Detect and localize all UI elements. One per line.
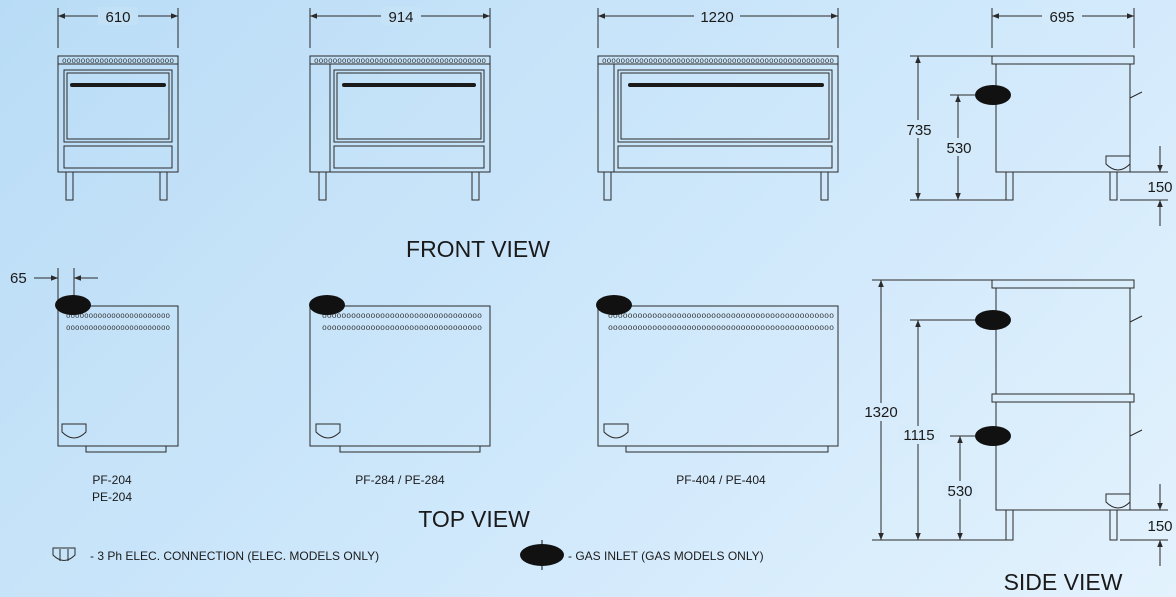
model-label-small-1: PF-204 bbox=[92, 473, 132, 487]
side-view-double: 1320 1115 530 150 SIDE VIEW bbox=[860, 279, 1173, 595]
model-label-medium: PF-284 / PE-284 bbox=[355, 473, 445, 487]
dim-735-label: 735 bbox=[906, 122, 931, 139]
top-unit-large: oooooooooooooooooooooooooooooooooooooooo… bbox=[596, 295, 839, 487]
svg-text:ooooooooooooooooooooooo: ooooooooooooooooooooooo bbox=[66, 312, 170, 321]
dim-1115-label: 1115 bbox=[903, 427, 934, 444]
dim-1320-label: 1320 bbox=[864, 404, 897, 421]
side-view-title: SIDE VIEW bbox=[1004, 569, 1123, 595]
front-unit-610: 610 oooooooooooooooooooooooo bbox=[57, 7, 179, 201]
dim-914-label: 914 bbox=[388, 9, 413, 26]
svg-text:oooooooooooooooooooooooooooooo: ooooooooooooooooooooooooooooooooo bbox=[322, 312, 482, 321]
dim-530-top-label: 530 bbox=[946, 140, 971, 157]
svg-text:oooooooooooooooooooooooo: oooooooooooooooooooooooo bbox=[62, 57, 174, 66]
svg-text:ooooooooooooooooooooooo: ooooooooooooooooooooooo bbox=[66, 324, 170, 333]
model-label-small-2: PE-204 bbox=[92, 490, 132, 504]
gas-inlet-side-lower bbox=[975, 426, 1011, 446]
dim-150-top-label: 150 bbox=[1147, 179, 1172, 196]
svg-text:oooooooooooooooooooooooooooooo: oooooooooooooooooooooooooooooooooooooooo… bbox=[608, 324, 834, 333]
front-unit-914: 914 oooooooooooooooooooooooooooooooooooo… bbox=[309, 7, 491, 201]
svg-text:oooooooooooooooooooooooooooooo: ooooooooooooooooooooooooooooooooooooo bbox=[314, 57, 486, 66]
gas-inlet-side-upper bbox=[975, 310, 1011, 330]
svg-text:oooooooooooooooooooooooooooooo: oooooooooooooooooooooooooooooooooooooooo… bbox=[608, 312, 834, 321]
front-view-title: FRONT VIEW bbox=[406, 236, 550, 262]
legend-gas-text: - GAS INLET (GAS MODELS ONLY) bbox=[568, 549, 764, 563]
top-view: 65 ooooooooooooooooooooooo ooooooooooooo… bbox=[10, 268, 839, 532]
dim-1220-label: 1220 bbox=[700, 9, 733, 26]
top-unit-small: ooooooooooooooooooooooo oooooooooooooooo… bbox=[55, 295, 179, 504]
svg-text:oooooooooooooooooooooooooooooo: ooooooooooooooooooooooooooooooooo bbox=[322, 324, 482, 333]
legend: - 3 Ph ELEC. CONNECTION (ELEC. MODELS ON… bbox=[52, 540, 764, 570]
svg-text:oooooooooooooooooooooooooooooo: oooooooooooooooooooooooooooooooooooooooo… bbox=[602, 57, 834, 66]
elec-connection-icon bbox=[52, 547, 76, 561]
dim-530-bottom-label: 530 bbox=[947, 483, 972, 500]
dim-150-bottom-label: 150 bbox=[1147, 518, 1172, 535]
side-view-single: 695 735 530 150 bbox=[902, 7, 1173, 226]
front-unit-1220: 1220 ooooooooooooooooooooooooooooooooooo… bbox=[597, 7, 839, 201]
model-label-large: PF-404 / PE-404 bbox=[676, 473, 766, 487]
top-unit-medium: ooooooooooooooooooooooooooooooooo oooooo… bbox=[309, 295, 491, 487]
legend-elec-text: - 3 Ph ELEC. CONNECTION (ELEC. MODELS ON… bbox=[90, 549, 379, 563]
front-view: 610 oooooooooooooooooooooooo 914 ooooooo… bbox=[57, 7, 839, 262]
top-view-title: TOP VIEW bbox=[418, 506, 530, 532]
dim-65-label: 65 bbox=[10, 270, 27, 287]
dim-695-label: 695 bbox=[1049, 9, 1074, 26]
gas-inlet-side-single bbox=[975, 85, 1011, 105]
dim-610-label: 610 bbox=[105, 9, 130, 26]
